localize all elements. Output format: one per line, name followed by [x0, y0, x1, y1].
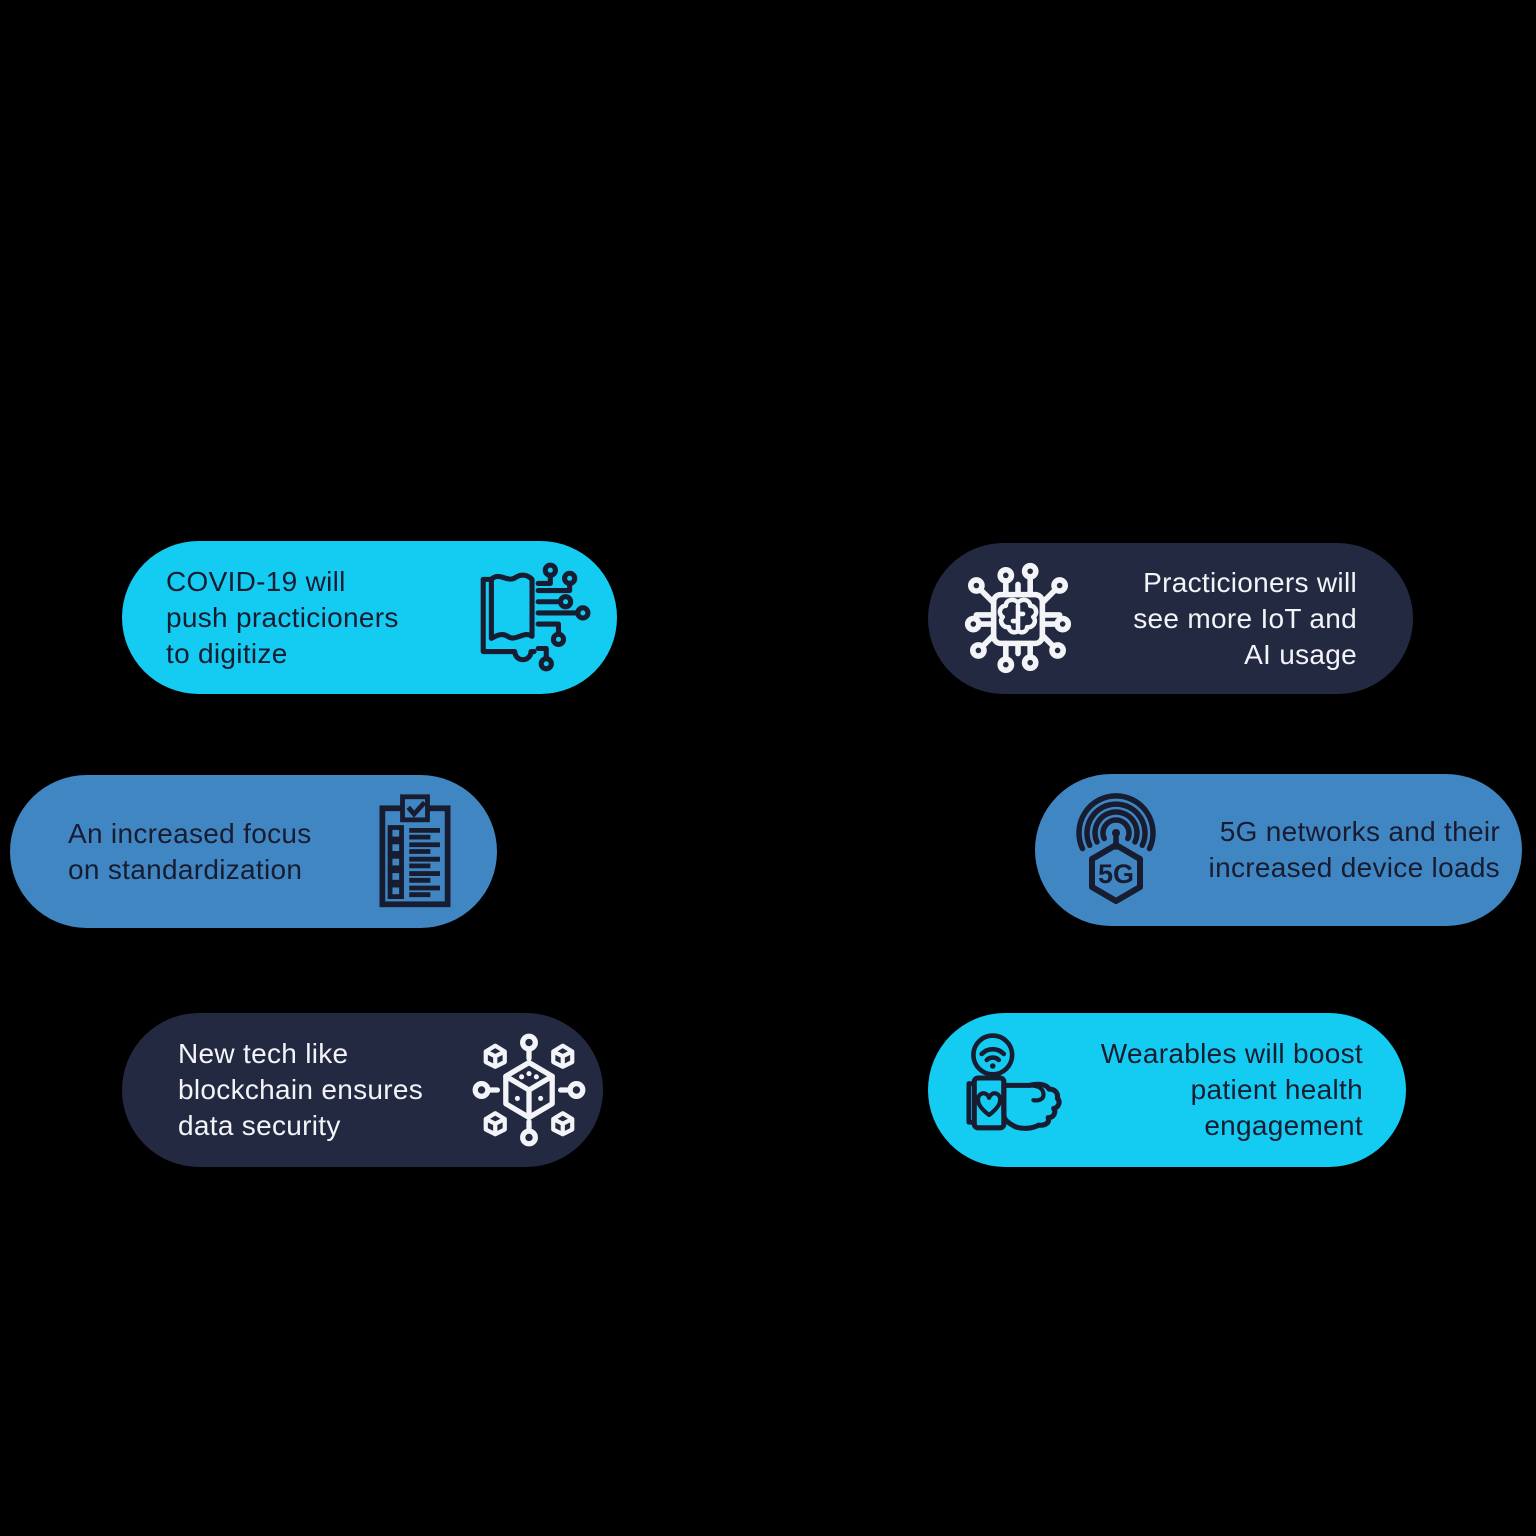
- card-text-line: 5G networks and their: [1219, 816, 1500, 847]
- card-standardization: An increased focus on standardization: [10, 775, 497, 928]
- card-text-line: to digitize: [166, 637, 288, 669]
- card-text: Practicioners will see more IoT and AI u…: [1084, 565, 1357, 673]
- checklist-icon: [367, 789, 463, 914]
- 5g-icon: 5G: [1061, 791, 1171, 909]
- card-text-line: engagement: [1204, 1110, 1363, 1141]
- card-5g-networks: 5G 5G networks and their increased devic…: [1035, 774, 1522, 926]
- card-text-line: patient health: [1190, 1074, 1363, 1105]
- card-covid-digitize: COVID-19 will push practicioners to digi…: [122, 541, 617, 694]
- card-text-line: push practicioners: [166, 601, 399, 633]
- card-text: Wearables will boost patient health enga…: [1074, 1036, 1363, 1144]
- ai-chip-icon: [952, 553, 1084, 685]
- digital-book-icon: [469, 557, 591, 679]
- card-text-line: New tech like: [178, 1038, 349, 1069]
- card-text-line: see more IoT and: [1133, 602, 1357, 634]
- card-text-line: Practicioners will: [1143, 566, 1357, 598]
- card-text-line: COVID-19 will: [166, 565, 346, 597]
- card-text: An increased focus on standardization: [68, 816, 367, 888]
- svg-text:5G: 5G: [1098, 859, 1134, 889]
- blockchain-icon: [471, 1032, 587, 1148]
- card-text-line: on standardization: [68, 853, 303, 885]
- card-text-line: data security: [178, 1110, 341, 1141]
- card-text-line: AI usage: [1244, 638, 1357, 670]
- card-blockchain-security: New tech like blockchain ensures data se…: [122, 1013, 603, 1167]
- card-wearables: Wearables will boost patient health enga…: [928, 1013, 1406, 1167]
- smartwatch-icon: [954, 1030, 1074, 1150]
- card-text-line: An increased focus: [68, 817, 312, 849]
- card-text-line: increased device loads: [1208, 852, 1500, 883]
- card-text-line: blockchain ensures: [178, 1074, 424, 1105]
- card-text: New tech like blockchain ensures data se…: [178, 1036, 471, 1144]
- card-text: COVID-19 will push practicioners to digi…: [166, 564, 469, 672]
- card-text-line: Wearables will boost: [1100, 1038, 1363, 1069]
- card-iot-ai: Practicioners will see more IoT and AI u…: [928, 543, 1413, 694]
- card-text: 5G networks and their increased device l…: [1171, 814, 1500, 886]
